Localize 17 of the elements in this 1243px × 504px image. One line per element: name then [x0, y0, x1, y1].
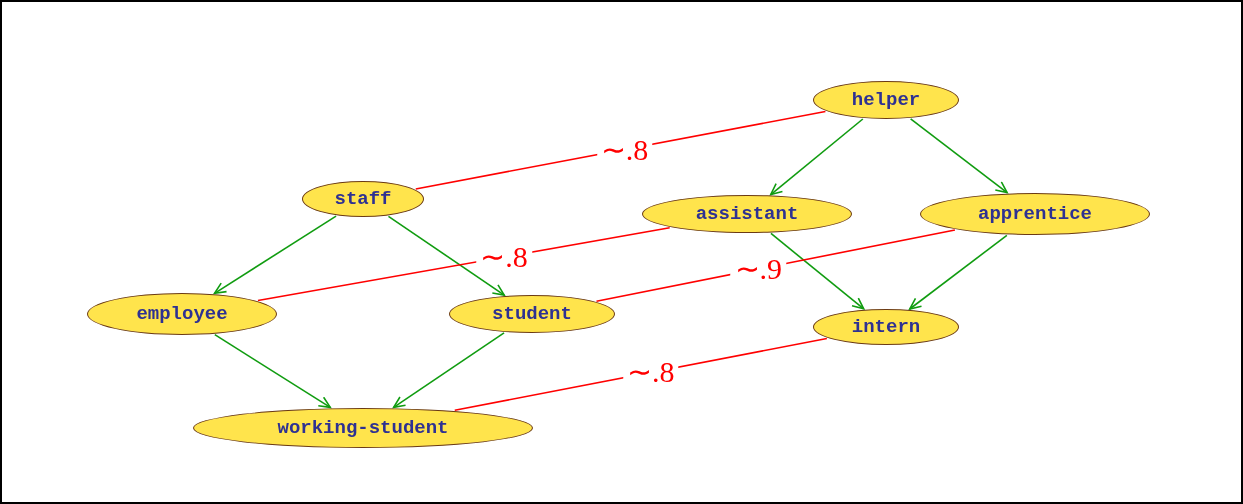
arrow	[213, 215, 337, 295]
node-label: working-student	[277, 415, 449, 441]
node-label: assistant	[695, 201, 799, 227]
arrow	[392, 332, 505, 409]
arrow	[909, 118, 1008, 194]
arrow	[769, 118, 864, 196]
node-label: intern	[851, 314, 921, 340]
arrow	[908, 234, 1008, 310]
node-label: apprentice	[978, 201, 1092, 227]
node-label: employee	[136, 301, 228, 327]
node-label: staff	[334, 186, 392, 212]
ellipse-node	[302, 181, 424, 217]
arrow	[387, 215, 506, 296]
arrow	[214, 333, 332, 409]
node-label: helper	[851, 87, 921, 113]
arrow	[770, 232, 865, 310]
node-label: student	[492, 301, 572, 327]
